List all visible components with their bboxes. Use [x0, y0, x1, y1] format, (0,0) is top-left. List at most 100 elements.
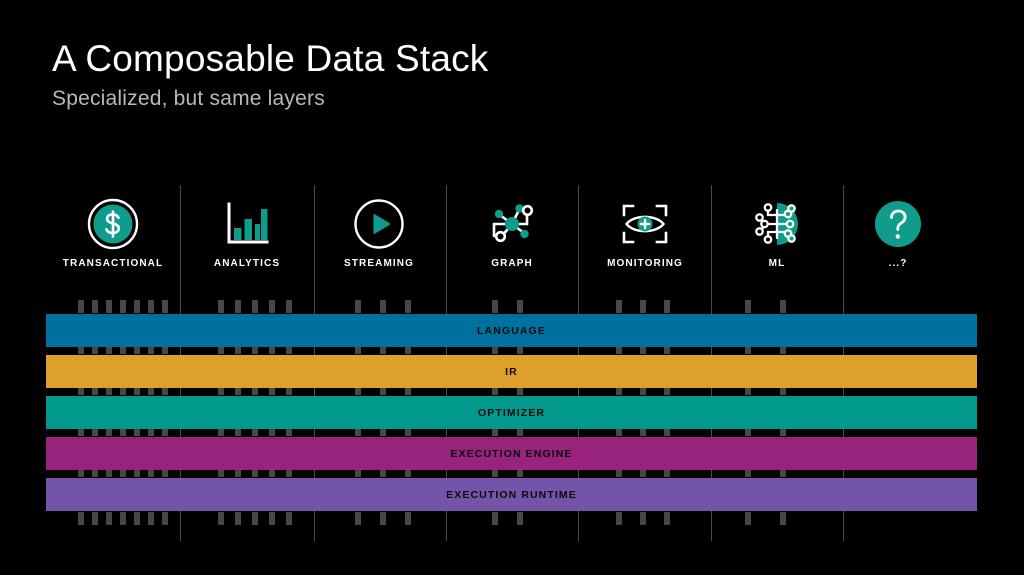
pin-tick: [355, 512, 361, 525]
domain-column-ml[interactable]: ML: [707, 196, 847, 281]
layer-bar-optimizer[interactable]: OPTIMIZER: [46, 396, 977, 429]
layer-bar-language[interactable]: LANGUAGE: [46, 314, 977, 347]
pin-tick: [162, 512, 168, 525]
pin-tick: [745, 423, 751, 436]
pin-tick: [78, 300, 84, 313]
domain-column-label: GRAPH: [491, 258, 533, 269]
pin-tick: [134, 464, 140, 477]
pin-tick: [252, 423, 258, 436]
pin-tick: [148, 341, 154, 354]
pin-tick: [252, 464, 258, 477]
pin-tick: [640, 423, 646, 436]
pin-tick: [517, 464, 523, 477]
pin-tick: [78, 341, 84, 354]
pin-tick-row-4: [0, 464, 1024, 477]
pin-tick: [745, 382, 751, 395]
domain-column-label: STREAMING: [344, 258, 414, 269]
domain-column-monitoring[interactable]: MONITORING: [575, 196, 715, 281]
pin-tick: [92, 464, 98, 477]
pin-tick: [664, 382, 670, 395]
pin-tick: [492, 512, 498, 525]
pin-tick: [269, 423, 275, 436]
pin-tick: [616, 300, 622, 313]
pin-tick: [745, 464, 751, 477]
pin-tick: [780, 382, 786, 395]
pin-tick: [106, 382, 112, 395]
pin-tick: [664, 423, 670, 436]
domain-column-streaming[interactable]: STREAMING: [309, 196, 449, 281]
pin-tick: [92, 382, 98, 395]
pin-tick-row-0: [0, 300, 1024, 313]
pin-tick: [517, 341, 523, 354]
neural-brain-icon: [749, 196, 805, 252]
domain-column-graph[interactable]: GRAPH: [442, 196, 582, 281]
pin-tick: [380, 423, 386, 436]
domain-column-[interactable]: ...?: [828, 196, 968, 281]
pin-tick: [162, 341, 168, 354]
pin-tick: [78, 464, 84, 477]
pin-tick: [616, 423, 622, 436]
pin-tick: [664, 341, 670, 354]
pin-tick: [405, 423, 411, 436]
pin-tick: [269, 464, 275, 477]
domain-column-analytics[interactable]: ANALYTICS: [177, 196, 317, 281]
pin-tick: [517, 512, 523, 525]
pin-tick: [286, 300, 292, 313]
pin-tick: [218, 512, 224, 525]
pin-tick: [218, 300, 224, 313]
pin-tick: [134, 512, 140, 525]
layer-bar-label: EXECUTION RUNTIME: [446, 488, 577, 501]
pin-tick: [492, 300, 498, 313]
pin-tick: [134, 423, 140, 436]
pin-tick: [286, 382, 292, 395]
layer-bar-execution-engine[interactable]: EXECUTION ENGINE: [46, 437, 977, 470]
layer-bar-ir[interactable]: IR: [46, 355, 977, 388]
pin-tick: [492, 341, 498, 354]
pin-tick: [218, 423, 224, 436]
pin-tick: [92, 512, 98, 525]
pin-tick: [235, 341, 241, 354]
domain-column-transactional[interactable]: TRANSACTIONAL: [43, 196, 183, 281]
layer-bar-label: OPTIMIZER: [477, 406, 546, 419]
pin-tick: [616, 341, 622, 354]
pin-tick: [252, 300, 258, 313]
pin-tick: [162, 423, 168, 436]
pin-tick: [218, 382, 224, 395]
domain-column-label: ML: [768, 258, 786, 269]
pin-tick: [492, 464, 498, 477]
pin-tick: [148, 382, 154, 395]
pin-tick: [106, 423, 112, 436]
pin-tick: [218, 464, 224, 477]
pin-tick: [405, 464, 411, 477]
pin-tick-row-1: [0, 341, 1024, 354]
pin-tick: [780, 300, 786, 313]
page-title: A Composable Data Stack: [52, 38, 489, 79]
page-subtitle: Specialized, but same layers: [52, 87, 325, 110]
pin-tick: [517, 300, 523, 313]
domain-column-label: MONITORING: [607, 258, 683, 269]
pin-tick: [120, 423, 126, 436]
pin-tick: [286, 341, 292, 354]
pin-tick: [134, 341, 140, 354]
pin-tick: [92, 423, 98, 436]
play-circle-icon: [351, 196, 407, 252]
domain-column-label: ...?: [888, 258, 908, 269]
pin-tick: [269, 382, 275, 395]
pin-tick: [106, 341, 112, 354]
layer-bar-execution-runtime[interactable]: EXECUTION RUNTIME: [46, 478, 977, 511]
network-graph-icon: [484, 196, 540, 252]
pin-tick: [780, 464, 786, 477]
pin-tick: [78, 512, 84, 525]
bar-chart-icon: [219, 196, 275, 252]
domain-column-label: TRANSACTIONAL: [62, 258, 164, 269]
pin-tick: [664, 464, 670, 477]
pin-tick: [252, 382, 258, 395]
pin-tick: [405, 300, 411, 313]
pin-tick: [120, 464, 126, 477]
pin-tick: [148, 464, 154, 477]
pin-tick: [134, 300, 140, 313]
pin-tick: [148, 300, 154, 313]
pin-tick: [355, 423, 361, 436]
question-circle-icon: [870, 196, 926, 252]
